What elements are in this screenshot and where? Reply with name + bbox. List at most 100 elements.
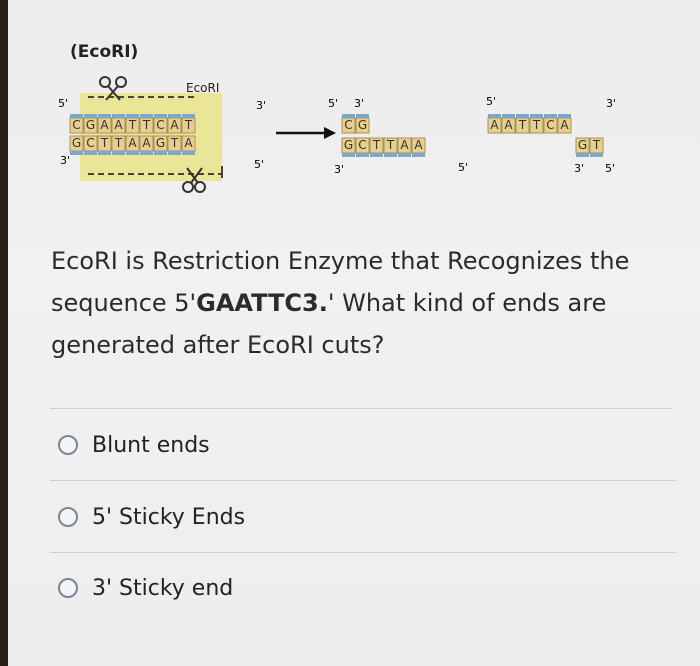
svg-text:C: C xyxy=(344,118,352,132)
svg-text:C: C xyxy=(358,138,366,152)
svg-text:C: C xyxy=(546,118,554,132)
original-bottom-base: C xyxy=(83,135,98,155)
fragment1-bottom-base: T xyxy=(383,137,398,157)
svg-text:T: T xyxy=(592,138,601,152)
original-bottom-base: G xyxy=(153,135,168,155)
divider xyxy=(50,480,676,481)
fragment1-bottom-base: A xyxy=(411,137,426,157)
svg-text:G: G xyxy=(344,138,353,152)
recognition-sequence: GAATTC3. xyxy=(196,289,328,317)
original-top-base: C xyxy=(69,114,84,134)
frag2-3prime-label: 3' xyxy=(606,97,616,110)
svg-text:C: C xyxy=(72,118,80,132)
option-label: 5' Sticky Ends xyxy=(92,504,246,530)
svg-text:C: C xyxy=(86,136,94,150)
orig-5prime-label: 5' xyxy=(58,97,68,110)
original-bottom-base: G xyxy=(69,135,84,155)
svg-text:C: C xyxy=(156,118,164,132)
svg-text:A: A xyxy=(142,136,151,150)
original-bottom-base: T xyxy=(167,135,182,155)
radio-icon[interactable] xyxy=(58,435,78,455)
svg-text:T: T xyxy=(518,118,527,132)
svg-text:T: T xyxy=(170,136,179,150)
svg-text:G: G xyxy=(578,138,587,152)
original-top-base: C xyxy=(153,114,168,134)
svg-text:T: T xyxy=(100,136,109,150)
svg-text:A: A xyxy=(114,118,123,132)
svg-text:T: T xyxy=(128,118,137,132)
original-top-base: T xyxy=(125,114,140,134)
svg-text:A: A xyxy=(170,118,179,132)
dna-cut-diagram: EcoRI 5' 3' 3' 5' 5' xyxy=(58,76,616,193)
svg-text:T: T xyxy=(386,138,395,152)
option-blunt-ends[interactable]: Blunt ends xyxy=(58,427,210,463)
fragment2-top-base: T xyxy=(529,114,544,134)
radio-icon[interactable] xyxy=(58,578,78,598)
svg-text:G: G xyxy=(86,118,95,132)
option-label: 3' Sticky end xyxy=(92,575,234,601)
original-bottom-base: A xyxy=(139,135,154,155)
original-top-base: A xyxy=(111,114,126,134)
ecori-diagram: (EcoRI) EcoRI 5 xyxy=(8,0,700,200)
svg-text:A: A xyxy=(504,118,513,132)
original-top-base: A xyxy=(97,114,112,134)
question-suffix: ' What kind of ends are generated after … xyxy=(51,289,607,359)
original-top-base: T xyxy=(139,114,154,134)
enzyme-label: EcoRI xyxy=(186,81,219,95)
fragment1-bottom-base: A xyxy=(397,137,412,157)
fragment2-top-base: C xyxy=(543,114,558,134)
frag1-5prime-label: 5' xyxy=(328,97,338,110)
svg-text:T: T xyxy=(532,118,541,132)
divider xyxy=(50,552,676,553)
option-label: Blunt ends xyxy=(92,432,210,458)
frag1-3prime-bottom-label: 3' xyxy=(334,163,344,176)
svg-text:A: A xyxy=(490,118,499,132)
scissors-top-icon xyxy=(99,76,127,101)
frag2-3prime-bottom-label: 3' xyxy=(574,162,584,175)
option-3prime-sticky-end[interactable]: 3' Sticky end xyxy=(58,570,233,606)
question-prefix: EcoRI is Restriction Enzyme that Recogni… xyxy=(51,247,630,317)
svg-text:A: A xyxy=(100,118,109,132)
svg-text:A: A xyxy=(414,138,423,152)
fragment1-top-base: C xyxy=(341,114,356,134)
svg-text:T: T xyxy=(142,118,151,132)
fragment2-top-base: A xyxy=(501,114,516,134)
frag2-5prime-bottom-label: 5' xyxy=(605,162,615,175)
fragment2-top-base: A xyxy=(557,114,572,134)
frag2-5prime-label: 5' xyxy=(486,95,496,108)
radio-icon[interactable] xyxy=(58,507,78,527)
orig-3prime-bottom-label: 3' xyxy=(60,154,70,167)
svg-text:G: G xyxy=(358,118,367,132)
option-5prime-sticky-ends[interactable]: 5' Sticky Ends xyxy=(58,499,245,535)
svg-text:T: T xyxy=(372,138,381,152)
frag1-3prime-label: 3' xyxy=(354,97,364,110)
original-bottom-base: A xyxy=(181,135,196,155)
fragment1-top-base: G xyxy=(355,114,370,134)
frag1-5prime-bottom-label: 5' xyxy=(458,161,468,174)
orig-5prime-bottom-label: 5' xyxy=(254,158,264,171)
original-top-base: A xyxy=(167,114,182,134)
orig-3prime-label: 3' xyxy=(256,99,266,112)
svg-text:T: T xyxy=(114,136,123,150)
fragment1-bottom-base: T xyxy=(369,137,384,157)
svg-text:G: G xyxy=(156,136,165,150)
arrow-head xyxy=(324,127,336,139)
original-bottom-base: T xyxy=(97,135,112,155)
original-top-base: G xyxy=(83,114,98,134)
original-bottom-base: T xyxy=(111,135,126,155)
svg-text:A: A xyxy=(184,136,193,150)
svg-text:A: A xyxy=(560,118,569,132)
fragment2-top-base: T xyxy=(515,114,530,134)
svg-text:A: A xyxy=(400,138,409,152)
svg-text:G: G xyxy=(72,136,81,150)
svg-text:A: A xyxy=(128,136,137,150)
divider xyxy=(50,408,672,409)
scissors-bottom-icon xyxy=(182,167,206,193)
fragment1-bottom-base: C xyxy=(355,137,370,157)
fragment2-bottom-base: G xyxy=(575,137,590,157)
fragment1-bottom-base: G xyxy=(341,137,356,157)
original-top-base: T xyxy=(181,114,196,134)
screen: (EcoRI) EcoRI 5 xyxy=(8,0,700,666)
figure-title: (EcoRI) xyxy=(70,42,139,62)
fragment2-top-base: A xyxy=(487,114,502,134)
